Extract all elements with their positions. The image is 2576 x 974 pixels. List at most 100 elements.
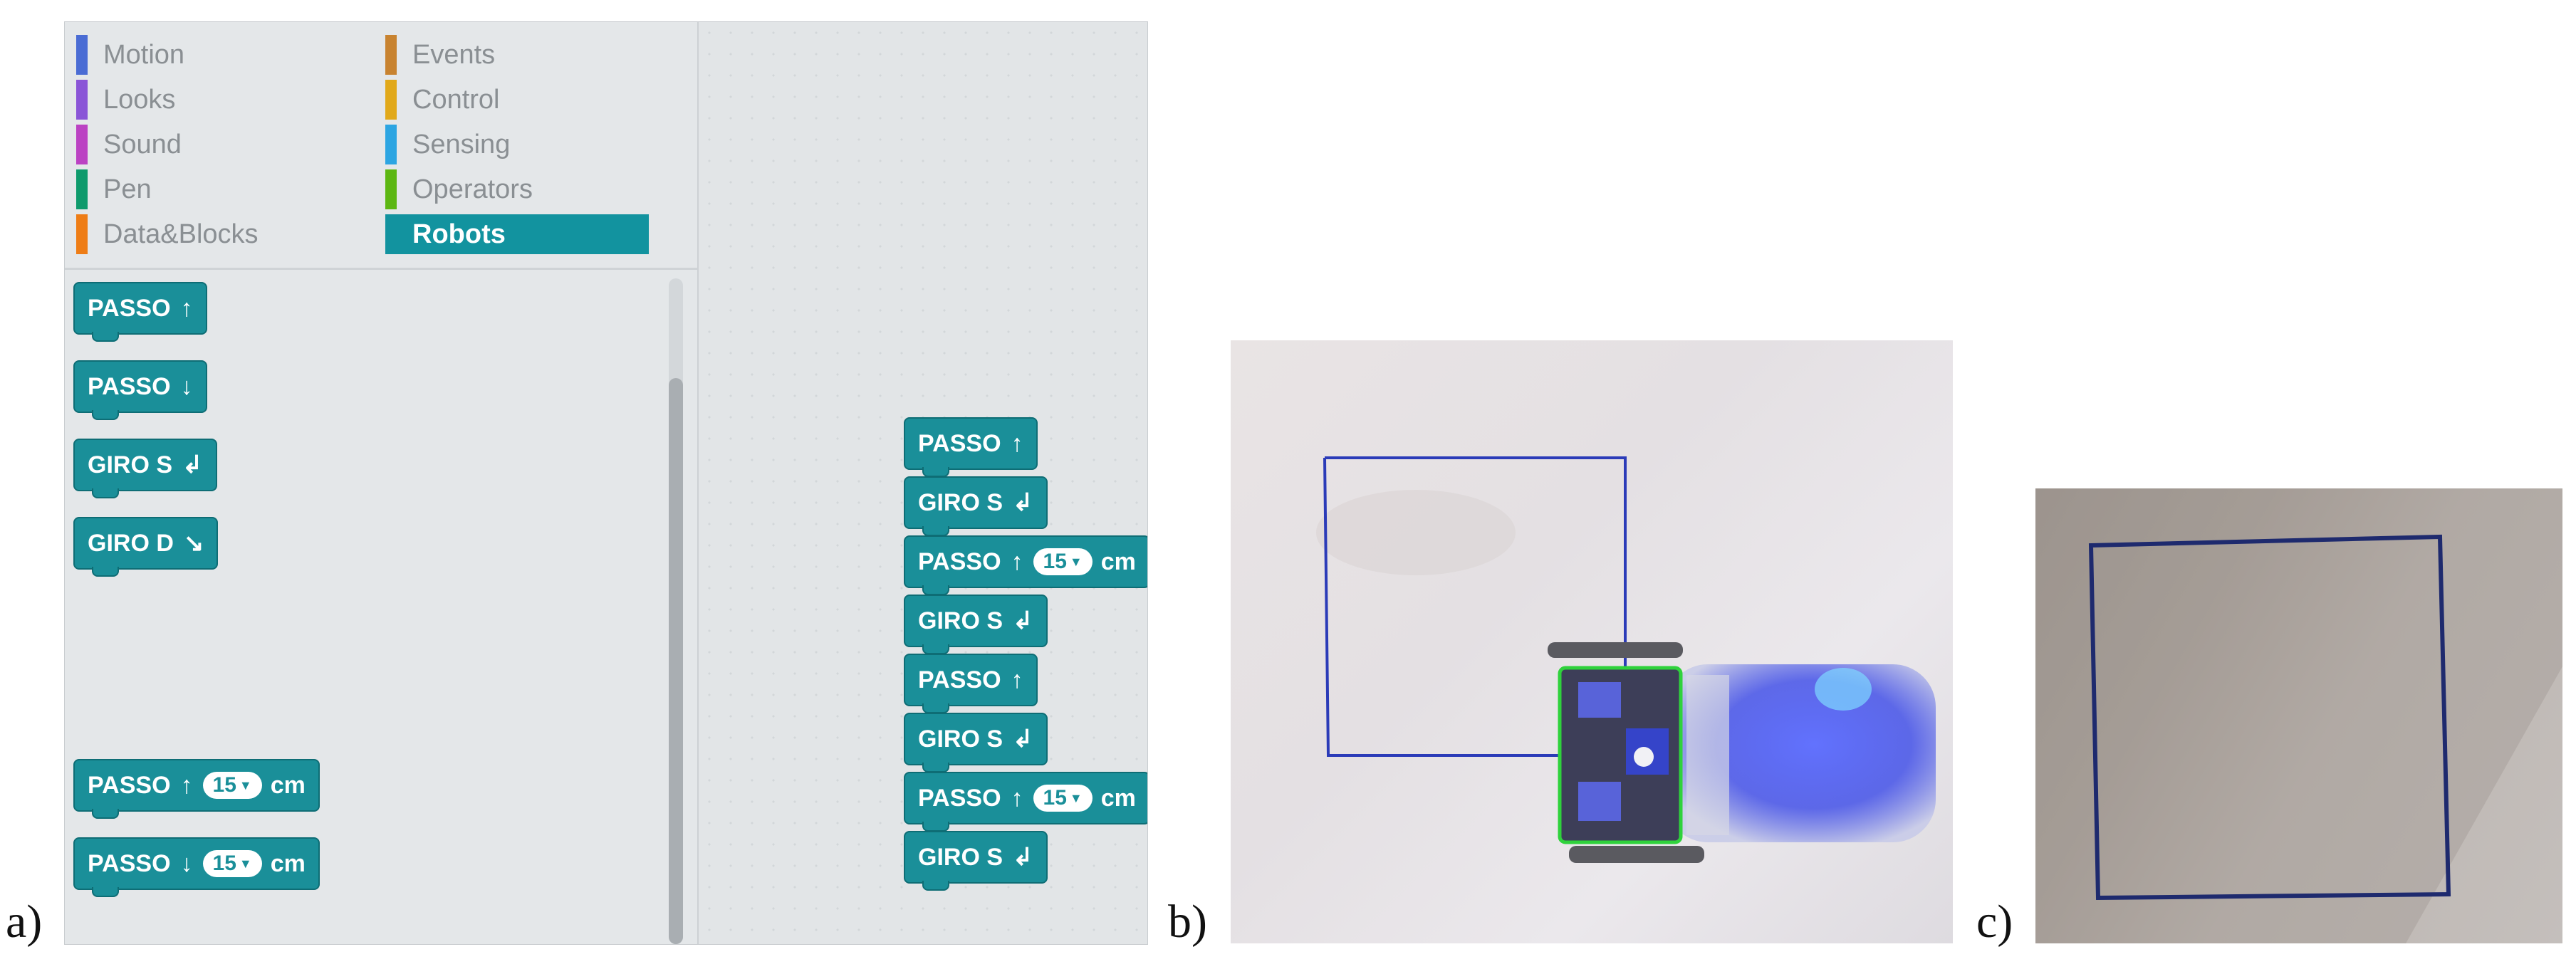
category-swatch xyxy=(76,35,88,75)
palette-block-passo-forward-cm[interactable]: PASSO ↑ 15 ▼ cm xyxy=(73,759,320,819)
category-swatch xyxy=(76,125,88,164)
category-operators[interactable]: Operators xyxy=(385,169,533,209)
category-motion[interactable]: Motion xyxy=(76,35,184,75)
distance-unit: cm xyxy=(1100,548,1136,575)
category-looks[interactable]: Looks xyxy=(76,80,175,120)
category-label: Motion xyxy=(103,39,185,70)
distance-value: 15 xyxy=(212,773,236,797)
block-label: PASSO xyxy=(918,429,1001,457)
arrow-up-icon: ↑ xyxy=(1011,548,1023,575)
palette-block-passo-forward[interactable]: PASSO ↑ xyxy=(73,282,207,342)
arrow-up-icon: ↑ xyxy=(180,294,193,322)
palette-block-passo-back[interactable]: PASSO ↓ xyxy=(73,360,207,420)
block-label: PASSO xyxy=(88,849,171,877)
category-swatch xyxy=(385,169,397,209)
distance-unit: cm xyxy=(270,849,306,877)
script-block[interactable]: PASSO ↑ 15 ▼ cm xyxy=(904,535,1147,595)
script-block[interactable]: GIRO S ↲ xyxy=(904,831,1048,891)
script-block[interactable]: GIRO S ↲ xyxy=(904,476,1048,536)
block-label: GIRO S xyxy=(918,725,1003,753)
palette-scrollbar-thumb[interactable] xyxy=(669,378,683,944)
category-list: Motion Looks Sound Pen Data&Blocks Event… xyxy=(65,22,697,270)
arrow-up-icon: ↑ xyxy=(1011,666,1023,693)
turn-left-icon: ↲ xyxy=(1013,844,1033,871)
distance-value: 15 xyxy=(1043,550,1067,573)
category-control[interactable]: Control xyxy=(385,80,500,120)
category-robots[interactable]: Robots xyxy=(385,214,649,254)
block-editor: Motion Looks Sound Pen Data&Blocks Event… xyxy=(64,21,1148,945)
arrow-down-icon: ↓ xyxy=(180,372,193,400)
robot-photo xyxy=(1231,340,1953,943)
category-swatch xyxy=(385,125,397,164)
block-label: PASSO xyxy=(88,372,171,400)
robot-wheel xyxy=(1548,642,1683,658)
result-square-illustration xyxy=(2035,488,2562,943)
script-block[interactable]: GIRO S ↲ xyxy=(904,713,1048,773)
turn-left-icon: ↲ xyxy=(1013,607,1033,634)
distance-dropdown[interactable]: 15 ▼ xyxy=(1033,785,1093,812)
distance-value: 15 xyxy=(1043,786,1067,810)
category-swatch xyxy=(385,35,397,75)
script-block[interactable]: PASSO ↑ 15 ▼ cm xyxy=(904,772,1147,832)
distance-dropdown[interactable]: 15 ▼ xyxy=(1033,548,1093,575)
palette-block-giro-sinistra[interactable]: GIRO S ↲ xyxy=(73,439,217,498)
drawn-path xyxy=(1323,457,1565,757)
block-label: PASSO xyxy=(918,666,1001,693)
panel-label-a: a) xyxy=(6,896,43,948)
category-label: Looks xyxy=(103,84,176,115)
script-canvas[interactable]: PASSO ↑ GIRO S ↲ PASSO ↑ 15 ▼ cm GIRO S … xyxy=(697,22,1147,944)
category-label: Control xyxy=(412,84,500,115)
category-label: Data&Blocks xyxy=(103,219,259,249)
distance-value: 15 xyxy=(212,852,236,875)
caret-down-icon: ▼ xyxy=(1069,554,1083,569)
result-square-photo xyxy=(2035,488,2562,943)
distance-dropdown[interactable]: 15 ▼ xyxy=(202,850,262,877)
arrow-down-icon: ↓ xyxy=(180,849,193,877)
arrow-up-icon: ↑ xyxy=(180,771,193,799)
category-swatch xyxy=(76,214,88,254)
block-label: PASSO xyxy=(918,548,1001,575)
robot-led xyxy=(1815,668,1872,711)
block-label: PASSO xyxy=(918,784,1001,812)
robot-servo xyxy=(1578,782,1621,821)
panel-label-c: c) xyxy=(1976,896,2013,948)
category-sound[interactable]: Sound xyxy=(76,125,182,164)
robot-servo xyxy=(1578,682,1621,718)
block-label: GIRO S xyxy=(918,488,1003,516)
category-label: Events xyxy=(412,39,496,70)
block-label: GIRO S xyxy=(918,843,1003,871)
robot-ball xyxy=(1634,747,1654,767)
script-block[interactable]: PASSO ↑ xyxy=(904,417,1038,477)
category-label: Pen xyxy=(103,174,152,204)
turn-left-icon: ↲ xyxy=(1013,489,1033,516)
robot-body xyxy=(1665,664,1936,842)
arrow-up-icon: ↑ xyxy=(1011,784,1023,812)
caret-down-icon: ▼ xyxy=(239,777,252,792)
script-block[interactable]: PASSO ↑ xyxy=(904,654,1038,713)
turn-left-icon: ↲ xyxy=(182,451,203,478)
palette-block-passo-back-cm[interactable]: PASSO ↓ 15 ▼ cm xyxy=(73,837,320,897)
paper-shadow xyxy=(2035,488,2562,943)
category-swatch xyxy=(76,80,88,120)
category-data-blocks[interactable]: Data&Blocks xyxy=(76,214,259,254)
block-label: GIRO S xyxy=(918,607,1003,634)
category-events[interactable]: Events xyxy=(385,35,495,75)
shadow-blob xyxy=(1316,490,1516,575)
panel-label-b: b) xyxy=(1168,896,1207,948)
block-label: PASSO xyxy=(88,771,171,799)
distance-dropdown[interactable]: 15 ▼ xyxy=(202,772,262,799)
script-block[interactable]: GIRO S ↲ xyxy=(904,595,1048,654)
block-label: PASSO xyxy=(88,294,171,322)
category-sensing[interactable]: Sensing xyxy=(385,125,510,164)
robot-wheel xyxy=(1569,846,1704,863)
palette-block-giro-destra[interactable]: GIRO D ↘ xyxy=(73,517,219,577)
turn-right-icon: ↘ xyxy=(183,530,204,557)
category-pen[interactable]: Pen xyxy=(76,169,152,209)
category-swatch xyxy=(385,80,397,120)
category-label: Robots xyxy=(412,219,506,249)
arrow-up-icon: ↑ xyxy=(1011,429,1023,457)
distance-unit: cm xyxy=(270,771,306,799)
block-label: GIRO S xyxy=(88,451,173,478)
robot-band xyxy=(1686,675,1729,835)
block-label: GIRO D xyxy=(88,529,174,557)
